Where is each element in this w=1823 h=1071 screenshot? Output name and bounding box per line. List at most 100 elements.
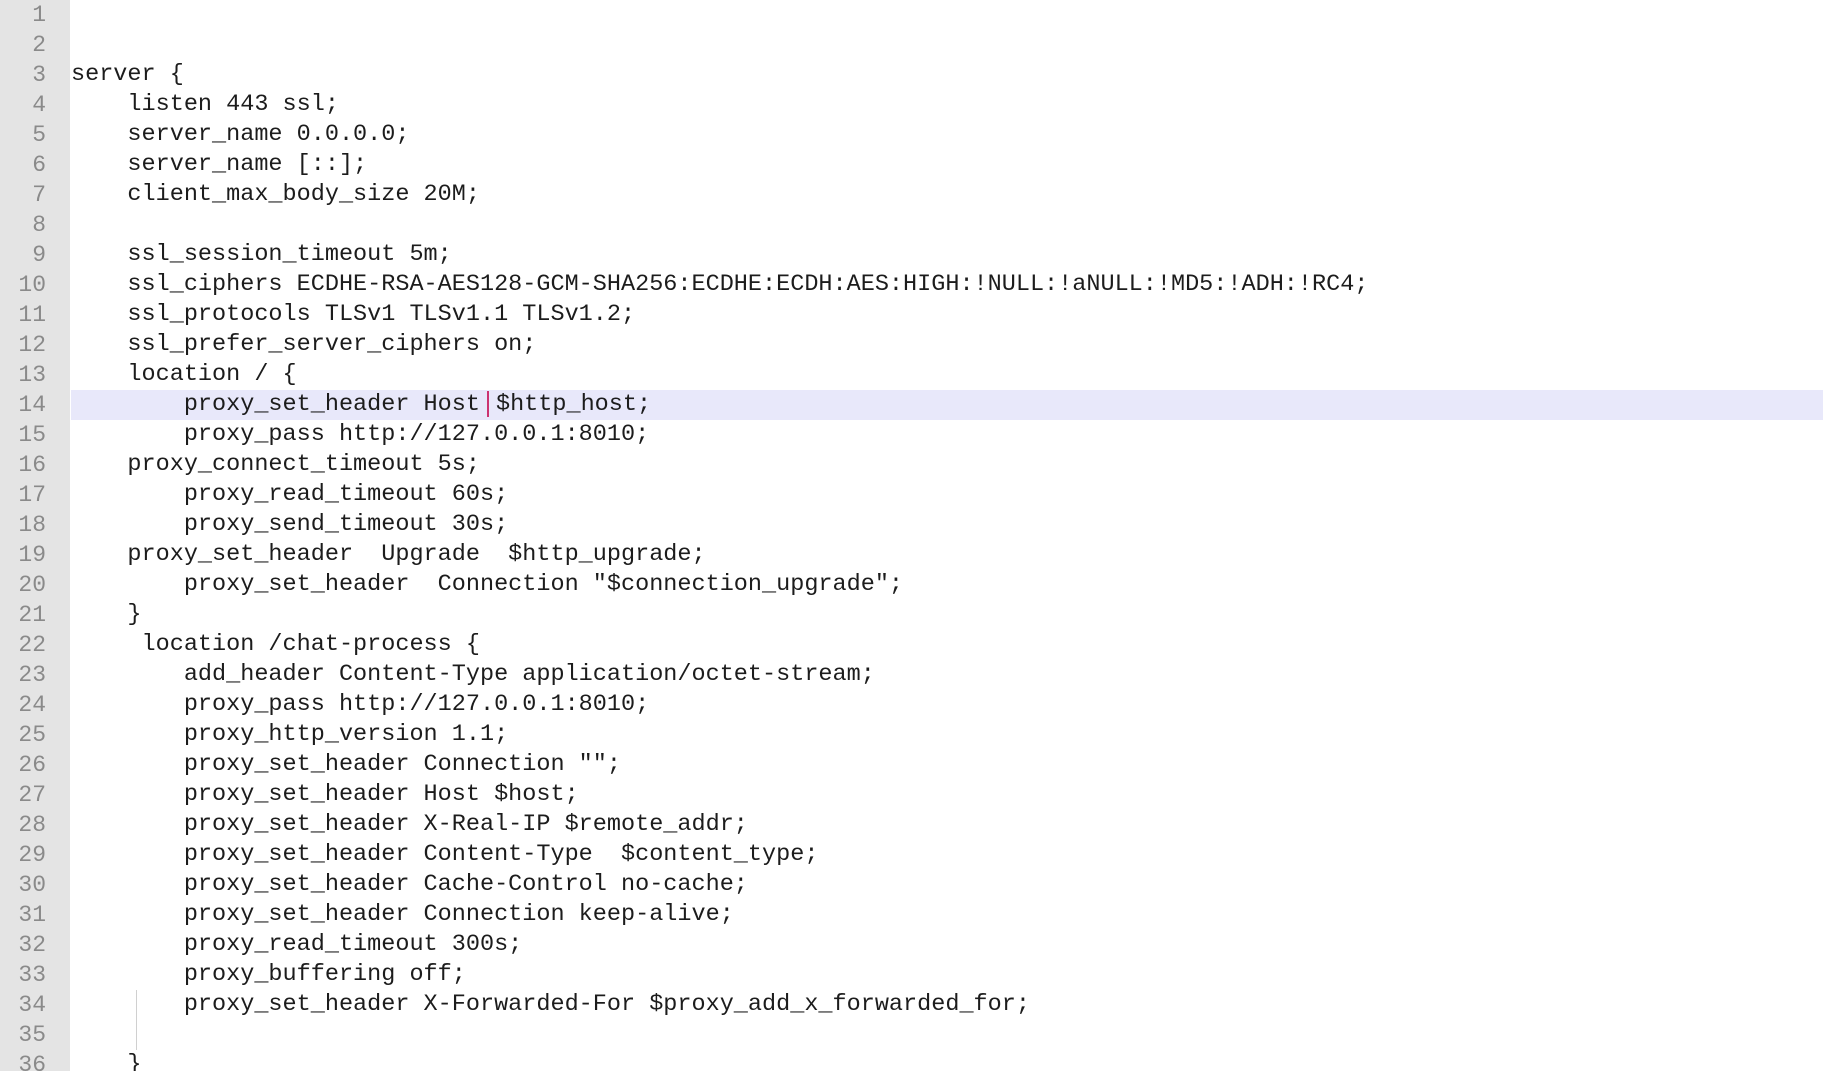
code-line[interactable]: 9 ssl_session_timeout 5m; bbox=[0, 240, 1823, 270]
code-text: client_max_body_size 20M; bbox=[71, 181, 480, 208]
code-line[interactable]: 36 } bbox=[0, 1050, 1823, 1071]
code-text: ssl_prefer_server_ciphers on; bbox=[71, 331, 537, 358]
code-text: } bbox=[71, 601, 142, 628]
code-line[interactable]: 15 proxy_pass http://127.0.0.1:8010; bbox=[0, 420, 1823, 450]
line-number: 2 bbox=[32, 32, 46, 58]
line-number: 9 bbox=[32, 242, 46, 268]
code-line[interactable]: 26 proxy_set_header Connection ""; bbox=[0, 750, 1823, 780]
line-code[interactable] bbox=[71, 210, 1823, 240]
code-line[interactable]: 2 bbox=[0, 30, 1823, 60]
code-line[interactable]: 13 location / { bbox=[0, 360, 1823, 390]
code-line[interactable]: 16 proxy_connect_timeout 5s; bbox=[0, 450, 1823, 480]
code-line[interactable]: 21 } bbox=[0, 600, 1823, 630]
code-line[interactable]: 31 proxy_set_header Connection keep-aliv… bbox=[0, 900, 1823, 930]
line-code[interactable]: proxy_send_timeout 30s; bbox=[71, 510, 1823, 540]
line-code[interactable]: add_header Content-Type application/octe… bbox=[71, 660, 1823, 690]
code-line[interactable]: 22 location /chat-process { bbox=[0, 630, 1823, 660]
line-code[interactable]: proxy_http_version 1.1; bbox=[71, 720, 1823, 750]
line-code[interactable]: proxy_set_header Upgrade $http_upgrade; bbox=[71, 540, 1823, 570]
line-number: 36 bbox=[18, 1052, 46, 1071]
line-code[interactable]: ssl_prefer_server_ciphers on; bbox=[71, 330, 1823, 360]
code-text: listen 443 ssl; bbox=[71, 91, 339, 118]
line-code[interactable]: proxy_pass http://127.0.0.1:8010; bbox=[71, 420, 1823, 450]
line-code[interactable]: proxy_set_header Cache-Control no-cache; bbox=[71, 870, 1823, 900]
code-text: proxy_set_header Connection ""; bbox=[71, 751, 621, 778]
code-line[interactable]: 14 proxy_set_header Host$http_host; bbox=[0, 390, 1823, 420]
line-code[interactable]: client_max_body_size 20M; bbox=[71, 180, 1823, 210]
line-code[interactable]: ssl_protocols TLSv1 TLSv1.1 TLSv1.2; bbox=[71, 300, 1823, 330]
line-code[interactable]: proxy_buffering off; bbox=[71, 960, 1823, 990]
code-line[interactable]: 29 proxy_set_header Content-Type $conten… bbox=[0, 840, 1823, 870]
line-code[interactable]: proxy_set_header X-Real-IP $remote_addr; bbox=[71, 810, 1823, 840]
line-code[interactable] bbox=[71, 1020, 1823, 1050]
code-line[interactable]: 19 proxy_set_header Upgrade $http_upgrad… bbox=[0, 540, 1823, 570]
line-code[interactable]: location /chat-process { bbox=[71, 630, 1823, 660]
code-line[interactable]: 23 add_header Content-Type application/o… bbox=[0, 660, 1823, 690]
code-line[interactable]: 35 bbox=[0, 1020, 1823, 1050]
code-line[interactable]: 4 listen 443 ssl; bbox=[0, 90, 1823, 120]
line-code[interactable]: server_name 0.0.0.0; bbox=[71, 120, 1823, 150]
line-number: 4 bbox=[32, 92, 46, 118]
line-code[interactable] bbox=[71, 30, 1823, 60]
code-text: proxy_set_header Host bbox=[71, 391, 480, 418]
code-text: proxy_read_timeout 60s; bbox=[71, 481, 509, 508]
line-code[interactable]: proxy_connect_timeout 5s; bbox=[71, 450, 1823, 480]
line-code[interactable]: proxy_set_header Connection "$connection… bbox=[71, 570, 1823, 600]
line-code[interactable]: proxy_pass http://127.0.0.1:8010; bbox=[71, 690, 1823, 720]
line-code[interactable]: location / { bbox=[71, 360, 1823, 390]
code-line[interactable]: 33 proxy_buffering off; bbox=[0, 960, 1823, 990]
code-text: } bbox=[71, 1051, 142, 1071]
line-code[interactable]: proxy_set_header Host$http_host; bbox=[71, 390, 1823, 420]
code-line[interactable]: 5 server_name 0.0.0.0; bbox=[0, 120, 1823, 150]
line-number: 33 bbox=[18, 962, 46, 988]
code-line[interactable]: 7 client_max_body_size 20M; bbox=[0, 180, 1823, 210]
code-line[interactable]: 17 proxy_read_timeout 60s; bbox=[0, 480, 1823, 510]
code-line[interactable]: 28 proxy_set_header X-Real-IP $remote_ad… bbox=[0, 810, 1823, 840]
line-number: 13 bbox=[18, 362, 46, 388]
line-code[interactable]: proxy_set_header Host $host; bbox=[71, 780, 1823, 810]
code-text: ssl_protocols TLSv1 TLSv1.1 TLSv1.2; bbox=[71, 301, 636, 328]
line-code[interactable]: proxy_set_header Content-Type $content_t… bbox=[71, 840, 1823, 870]
code-line[interactable]: 11 ssl_protocols TLSv1 TLSv1.1 TLSv1.2; bbox=[0, 300, 1823, 330]
line-number: 5 bbox=[32, 122, 46, 148]
line-code[interactable]: proxy_set_header Connection ""; bbox=[71, 750, 1823, 780]
line-number: 16 bbox=[18, 452, 46, 478]
line-number: 15 bbox=[18, 422, 46, 448]
code-line[interactable]: 6 server_name [::]; bbox=[0, 150, 1823, 180]
code-line[interactable]: 27 proxy_set_header Host $host; bbox=[0, 780, 1823, 810]
line-code[interactable]: } bbox=[71, 1050, 1823, 1071]
code-line[interactable]: 20 proxy_set_header Connection "$connect… bbox=[0, 570, 1823, 600]
code-text: proxy_set_header Connection keep-alive; bbox=[71, 901, 734, 928]
indent-guide bbox=[136, 990, 137, 1050]
code-line[interactable]: 12 ssl_prefer_server_ciphers on; bbox=[0, 330, 1823, 360]
line-code[interactable] bbox=[71, 0, 1823, 30]
line-code[interactable]: } bbox=[71, 600, 1823, 630]
code-line[interactable]: 8 bbox=[0, 210, 1823, 240]
line-code[interactable]: ssl_ciphers ECDHE-RSA-AES128-GCM-SHA256:… bbox=[71, 270, 1823, 300]
line-code[interactable]: ssl_session_timeout 5m; bbox=[71, 240, 1823, 270]
line-code[interactable]: proxy_set_header Connection keep-alive; bbox=[71, 900, 1823, 930]
line-number: 8 bbox=[32, 212, 46, 238]
code-line[interactable]: 30 proxy_set_header Cache-Control no-cac… bbox=[0, 870, 1823, 900]
code-line[interactable]: 10 ssl_ciphers ECDHE-RSA-AES128-GCM-SHA2… bbox=[0, 270, 1823, 300]
code-line[interactable]: 32 proxy_read_timeout 300s; bbox=[0, 930, 1823, 960]
code-line[interactable]: 34 proxy_set_header X-Forwarded-For $pro… bbox=[0, 990, 1823, 1020]
line-code[interactable]: proxy_read_timeout 60s; bbox=[71, 480, 1823, 510]
line-code[interactable]: server { bbox=[71, 60, 1823, 90]
line-code[interactable]: proxy_set_header X-Forwarded-For $proxy_… bbox=[71, 990, 1823, 1020]
code-line[interactable]: 1 bbox=[0, 0, 1823, 30]
code-line[interactable]: 24 proxy_pass http://127.0.0.1:8010; bbox=[0, 690, 1823, 720]
code-text: ssl_session_timeout 5m; bbox=[71, 241, 452, 268]
line-code[interactable]: listen 443 ssl; bbox=[71, 90, 1823, 120]
line-code[interactable]: proxy_read_timeout 300s; bbox=[71, 930, 1823, 960]
line-number: 35 bbox=[18, 1022, 46, 1048]
code-text: server_name [::]; bbox=[71, 151, 368, 178]
line-code[interactable]: server_name [::]; bbox=[71, 150, 1823, 180]
code-line[interactable]: 25 proxy_http_version 1.1; bbox=[0, 720, 1823, 750]
code-text: location /chat-process { bbox=[71, 631, 480, 658]
code-line[interactable]: 18 proxy_send_timeout 30s; bbox=[0, 510, 1823, 540]
line-number: 25 bbox=[18, 722, 46, 748]
